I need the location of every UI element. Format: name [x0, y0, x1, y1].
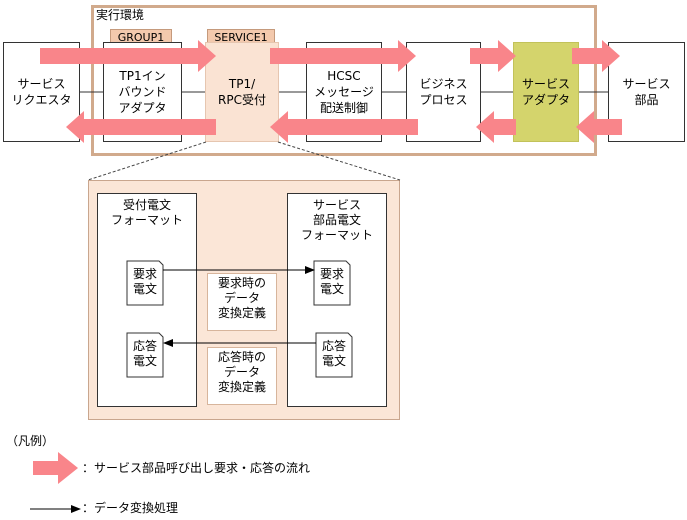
service-adapter-box: サービス アダプタ — [513, 42, 579, 142]
business-process-box: ビジネス プロセス — [406, 42, 481, 142]
legend-flow-label: ：サービス部品呼び出し要求・応答の流れ — [82, 461, 311, 475]
flow-arrow-request-4 — [572, 40, 620, 72]
response-message-label: 応答 電文 — [132, 339, 157, 368]
flow-arrows — [33, 40, 622, 484]
flow-arrow-request-2 — [270, 40, 416, 72]
legend-flow-arrow — [33, 452, 78, 484]
runtime-environment-label: 実行環境 — [96, 8, 145, 22]
legend-conversion-label: ：データ変換処理 — [82, 501, 179, 515]
service-component-box: サービス 部品 — [608, 42, 685, 142]
response-conversion-definition: 応答時の データ 変換定義 — [207, 347, 277, 405]
service-response-message-doc: 応答 電文 — [316, 333, 352, 377]
flow-arrow-response-2 — [270, 111, 418, 143]
flow-arrow-response-3 — [476, 111, 516, 143]
request-message-label: 要求 電文 — [132, 267, 157, 296]
tp1-rpc-receiver-box: TP1/ RPC受付 — [205, 42, 279, 142]
service-request-message-doc: 要求 電文 — [314, 261, 350, 305]
flow-arrow-request-3 — [470, 40, 516, 72]
flow-arrow-response-4 — [576, 111, 622, 143]
request-conversion-definition: 要求時の データ 変換定義 — [207, 273, 277, 331]
response-message-doc-outline — [126, 332, 164, 378]
request-message-doc: 要求 電文 — [127, 261, 163, 305]
flow-arrow-request-1 — [40, 40, 216, 72]
service-response-message-label: 応答 電文 — [321, 339, 346, 368]
runtime-environment-frame — [91, 5, 597, 156]
legend-title: （凡例） — [6, 434, 55, 448]
flow-arrow-response-1 — [66, 111, 216, 143]
service-request-message-label: 要求 電文 — [319, 267, 344, 296]
response-message-doc: 応答 電文 — [127, 333, 163, 377]
service-response-doc-outline — [315, 332, 353, 378]
request-message-doc-outline — [126, 260, 164, 306]
service-request-doc-outline — [313, 260, 351, 306]
